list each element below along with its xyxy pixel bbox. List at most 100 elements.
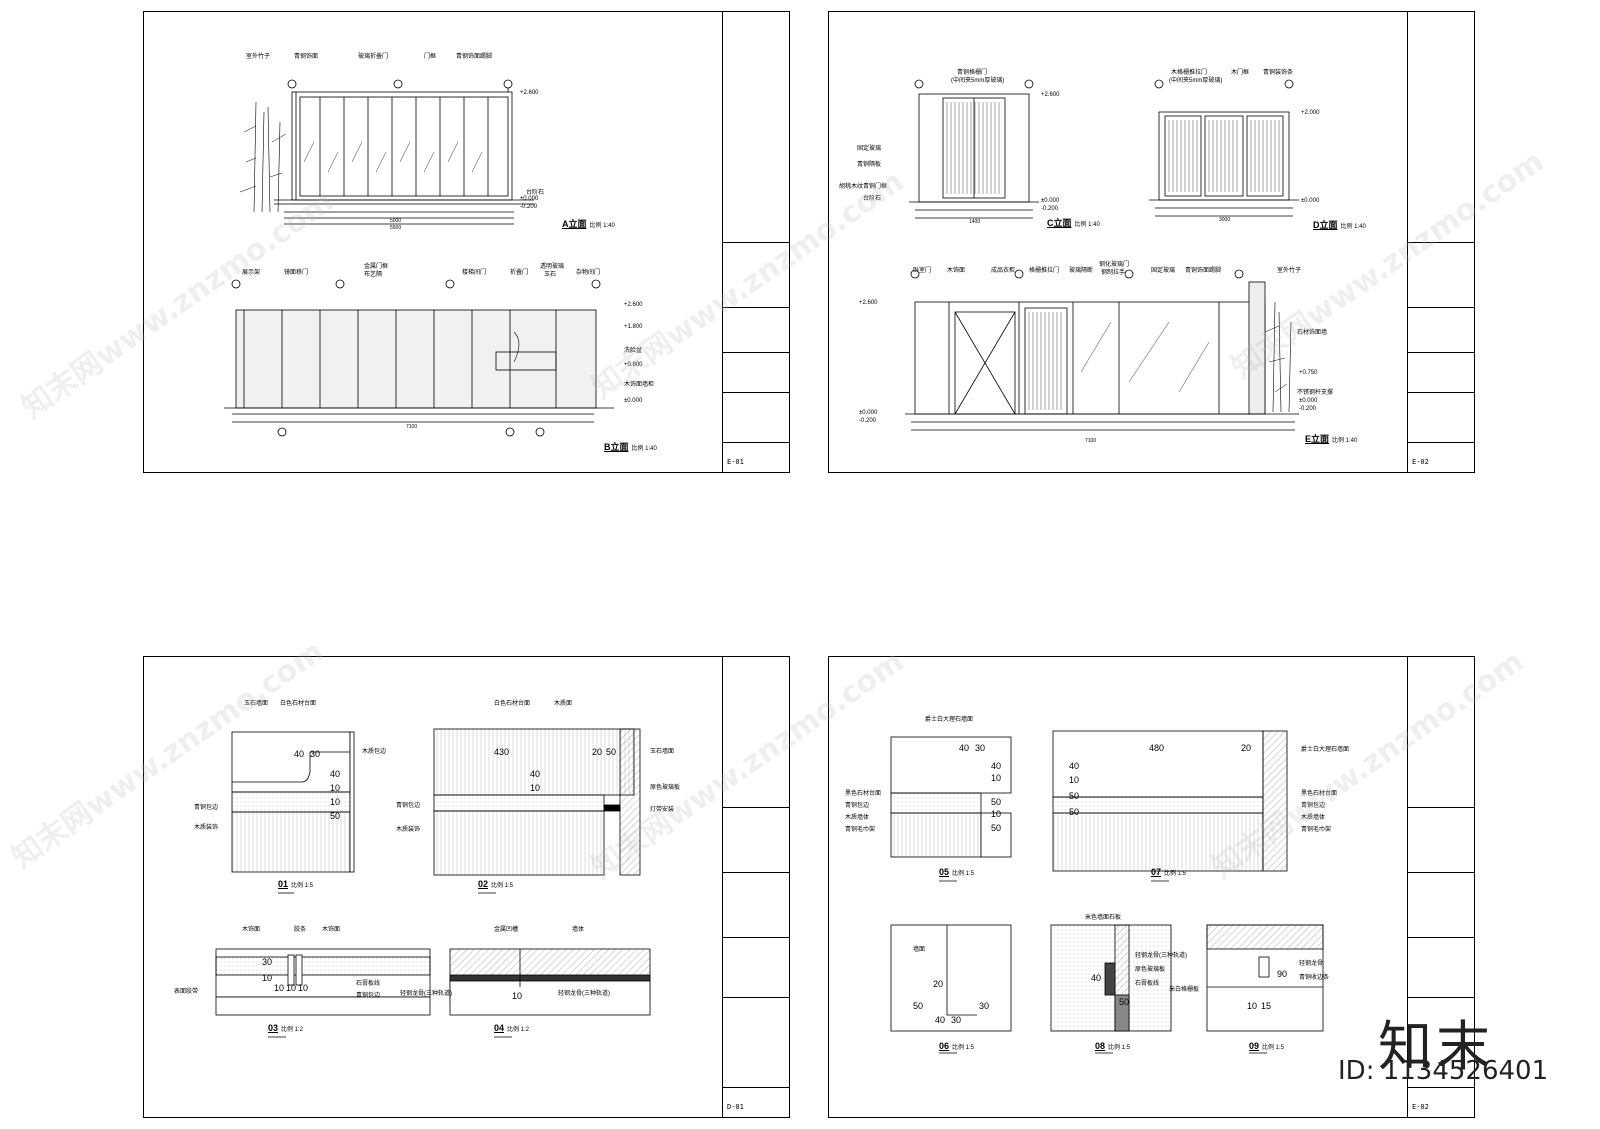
view-title-a: A立面比例 1:40	[562, 219, 615, 229]
title-block: E-02	[1407, 657, 1474, 1117]
label-b-3: 金属门框	[364, 264, 389, 270]
label-02-6: 青铜包边	[396, 803, 421, 809]
label-e-2: 木饰面	[947, 268, 966, 274]
dim-08-1: 40	[1091, 973, 1102, 983]
label-b-1: 展示架	[242, 270, 261, 276]
label-08-4: 石膏板线	[1135, 981, 1160, 987]
level-e-5: ±0.000	[1299, 398, 1318, 404]
drawing-sheet-e01: 室外竹子 青钢饰面 玻璃折叠门 门框 青钢饰面踢脚 台阶石 +2.600 ±0.…	[143, 11, 790, 473]
label-03-2: 胶条	[294, 927, 307, 933]
label-01-3: 木质包边	[362, 749, 387, 755]
label-08-3: 原色玻璃板	[1135, 967, 1166, 973]
sheet-number: D-01	[727, 1103, 744, 1111]
dim-07-3: 40	[1069, 761, 1080, 771]
label-a-6: 台阶石	[526, 190, 545, 196]
label-07-1: 爵士白大理石墙面	[1301, 747, 1350, 753]
label-c-1: 青铜格栅门	[957, 70, 988, 76]
dim-b-1: 7100	[406, 424, 418, 430]
dim-e-1: 7100	[1085, 438, 1097, 444]
title-block: E-01	[722, 12, 789, 472]
label-e-9: 青铜饰面踢脚	[1185, 268, 1222, 274]
brand-id: ID: 1134526401	[1338, 1056, 1549, 1086]
dim-07-4: 10	[1069, 775, 1080, 785]
label-b-11: 木饰面墙柜	[624, 382, 655, 388]
dim-06-4: 40	[935, 1015, 946, 1025]
view-title-c: C立面比例 1:40	[1047, 218, 1100, 228]
view-title-e: E立面比例 1:40	[1305, 434, 1358, 444]
sheet-number: E-02	[1412, 458, 1429, 466]
label-e-11: 石材饰面墙	[1297, 330, 1328, 336]
title-block: E-02	[1407, 12, 1474, 472]
dim-05-1: 40	[959, 743, 970, 753]
dim-05-5: 50	[991, 797, 1002, 807]
label-08-2: 轻钢龙骨(三种轨道)	[1135, 953, 1187, 959]
label-02-2: 木质面	[554, 701, 573, 707]
label-e-7: 钢制拉手	[1101, 270, 1126, 276]
dim-03-4: 10	[286, 983, 297, 993]
label-05-1: 爵士白大理石墙面	[925, 717, 974, 723]
level-e-6: -0.200	[1299, 406, 1317, 412]
label-05-3: 青铜包边	[845, 803, 870, 809]
dim-05-4: 10	[991, 773, 1002, 783]
level-e-3: -0.200	[859, 418, 877, 424]
label-04-1: 金属凹槽	[494, 927, 519, 933]
dim-01-4: 10	[330, 783, 341, 793]
label-04-2: 墙体	[572, 927, 585, 933]
label-09-2: 青铜收边条	[1299, 975, 1330, 981]
dim-02-5: 10	[530, 783, 541, 793]
dim-a-1: 5000	[390, 218, 402, 224]
dim-01-5: 10	[330, 797, 341, 807]
level-a-1: +2.600	[520, 90, 539, 96]
level-a-2: ±0.000	[520, 196, 539, 202]
label-b-2: 镜面移门	[284, 270, 309, 276]
dim-02-2: 20	[592, 747, 603, 757]
label-e-5: 玻璃隔断	[1069, 268, 1094, 274]
level-d-2: ±0.000	[1301, 198, 1320, 204]
view-title-b: B立面比例 1:40	[604, 442, 657, 452]
dim-02-4: 40	[530, 769, 541, 779]
dim-06-2: 50	[913, 1001, 924, 1011]
label-c-4: 青铜隔板	[857, 162, 882, 168]
label-07-4: 木质墙体	[1301, 815, 1326, 821]
dim-05-6: 10	[991, 809, 1002, 819]
label-b-6: 折叠门	[510, 270, 529, 276]
level-e-4: +0.750	[1299, 370, 1318, 376]
label-a-1: 室外竹子	[246, 54, 271, 60]
dim-07-2: 20	[1241, 743, 1252, 753]
label-b-4: 布艺隔	[364, 272, 383, 278]
dim-05-3: 40	[991, 761, 1002, 771]
dim-05-7: 50	[991, 823, 1002, 833]
label-e-3: 成品衣柜	[991, 268, 1016, 274]
drawing-sheet-e02-details: 爵士白大理石墙面 黑色石材台面 青铜包边 木质墙体 青铜毛巾架 40 30 40…	[828, 656, 1475, 1118]
label-b-8: 玉石	[544, 272, 557, 278]
label-07-5: 青铜毛巾架	[1301, 827, 1332, 833]
drawing-sheet-e02: 青铜格栅门 (中间夹5mm厚玻璃) 固定玻璃 青铜隔板 胡桃木纹青铜门框 台阶石…	[828, 11, 1475, 473]
view-title-d: D立面比例 1:40	[1313, 220, 1366, 230]
level-e-1: +2.600	[859, 300, 878, 306]
label-02-4: 原色玻璃板	[650, 785, 681, 791]
dim-07-1: 480	[1149, 743, 1165, 753]
label-05-5: 青铜毛巾架	[845, 827, 876, 833]
level-b-3: +0.800	[624, 362, 643, 368]
label-b-10: 洗脸盆	[624, 348, 643, 354]
label-c-3: 固定玻璃	[857, 146, 882, 152]
label-c-2: (中间夹5mm厚玻璃)	[951, 78, 1005, 84]
label-06-1: 墙面	[913, 947, 926, 953]
label-01-5: 木质装饰	[194, 825, 219, 831]
label-01-4: 青铜包边	[194, 805, 219, 811]
level-b-2: +1.800	[624, 324, 643, 330]
elevation-c-d-e-drawing	[905, 79, 1299, 431]
label-b-7: 透明玻璃	[540, 264, 565, 270]
dim-06-3: 30	[979, 1001, 990, 1011]
label-07-3: 青铜包边	[1301, 803, 1326, 809]
label-05-4: 木质墙体	[845, 815, 870, 821]
level-d-1: +2.000	[1301, 110, 1320, 116]
label-a-3: 玻璃折叠门	[358, 54, 389, 60]
label-02-5: 灯带安装	[650, 807, 675, 813]
